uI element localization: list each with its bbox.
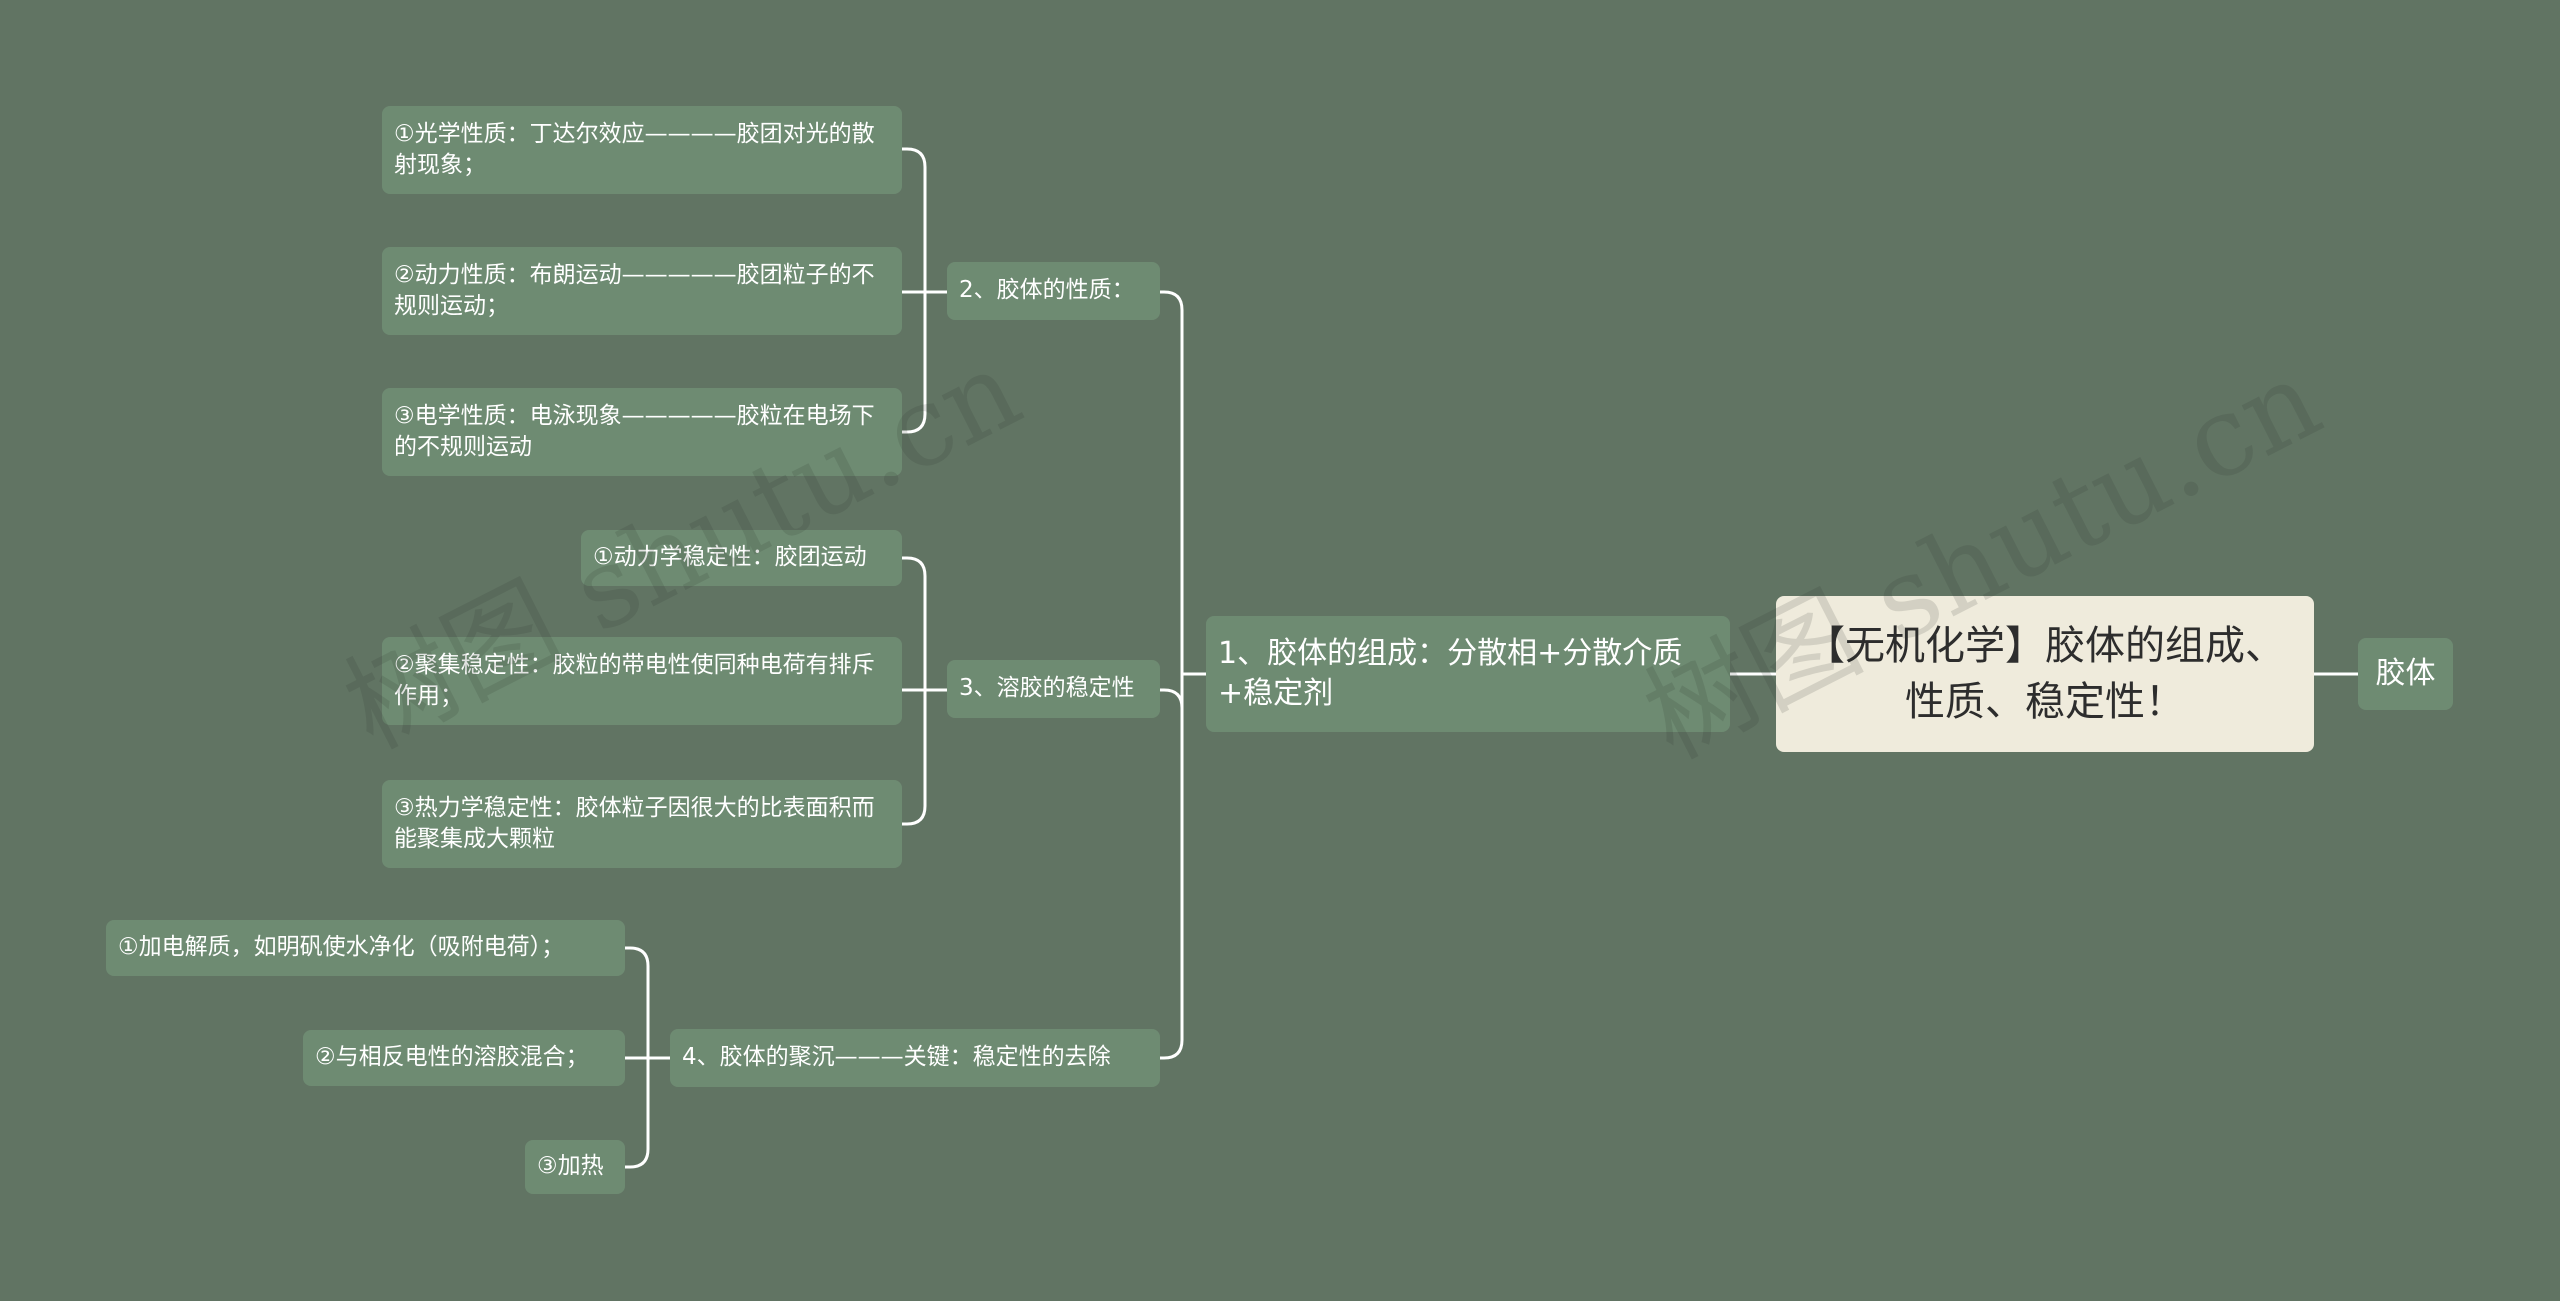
leaf-label: ③电学性质：电泳现象—————胶粒在电场下的不规则运动: [394, 402, 875, 460]
branch-coagulation[interactable]: 4、胶体的聚沉———关键：稳定性的去除: [670, 1029, 1160, 1087]
leaf-label: ①动力学稳定性：胶团运动: [593, 544, 867, 571]
branch-label: 2、胶体的性质：: [959, 277, 1135, 304]
leaf-heating[interactable]: ③加热: [525, 1140, 625, 1194]
tag-node[interactable]: 胶体: [2358, 638, 2453, 710]
leaf-kinetic-property[interactable]: ②动力性质：布朗运动—————胶团粒子的不规则运动；: [382, 247, 902, 335]
branch-label: 4、胶体的聚沉———关键：稳定性的去除: [682, 1044, 1111, 1071]
leaf-mix-opposite-sol[interactable]: ②与相反电性的溶胶混合；: [303, 1030, 625, 1086]
leaf-label: ③加热: [537, 1153, 604, 1180]
leaf-add-electrolyte[interactable]: ①加电解质，如明矾使水净化（吸附电荷）；: [106, 920, 625, 976]
leaf-label: ①光学性质：丁达尔效应————胶团对光的散射现象；: [394, 120, 875, 178]
tag-node-label: 胶体: [2375, 655, 2436, 691]
main-topic[interactable]: 1、胶体的组成：分散相+分散介质+稳定剂: [1206, 616, 1730, 732]
branch-stability[interactable]: 3、溶胶的稳定性: [947, 660, 1160, 718]
leaf-label: ②动力性质：布朗运动—————胶团粒子的不规则运动；: [394, 261, 875, 319]
branch-label: 3、溶胶的稳定性: [959, 675, 1135, 702]
leaf-electrical-property[interactable]: ③电学性质：电泳现象—————胶粒在电场下的不规则运动: [382, 388, 902, 476]
leaf-label: ③热力学稳定性：胶体粒子因很大的比表面积而能聚集成大颗粒: [394, 794, 875, 852]
leaf-label: ①加电解质，如明矾使水净化（吸附电荷）；: [118, 934, 565, 961]
leaf-aggregation-stability[interactable]: ②聚集稳定性：胶粒的带电性使同种电荷有排斥作用；: [382, 637, 902, 725]
leaf-label: ②与相反电性的溶胶混合；: [315, 1044, 589, 1071]
root-topic-label: 【无机化学】胶体的组成、性质、稳定性！: [1805, 623, 2285, 725]
leaf-label: ②聚集稳定性：胶粒的带电性使同种电荷有排斥作用；: [394, 651, 875, 709]
leaf-thermodynamic-stability[interactable]: ③热力学稳定性：胶体粒子因很大的比表面积而能聚集成大颗粒: [382, 780, 902, 868]
leaf-kinetic-stability[interactable]: ①动力学稳定性：胶团运动: [581, 530, 902, 586]
root-topic[interactable]: 【无机化学】胶体的组成、性质、稳定性！: [1776, 596, 2314, 752]
branch-properties[interactable]: 2、胶体的性质：: [947, 262, 1160, 320]
leaf-optical-property[interactable]: ①光学性质：丁达尔效应————胶团对光的散射现象；: [382, 106, 902, 194]
main-topic-label: 1、胶体的组成：分散相+分散介质+稳定剂: [1218, 635, 1683, 712]
